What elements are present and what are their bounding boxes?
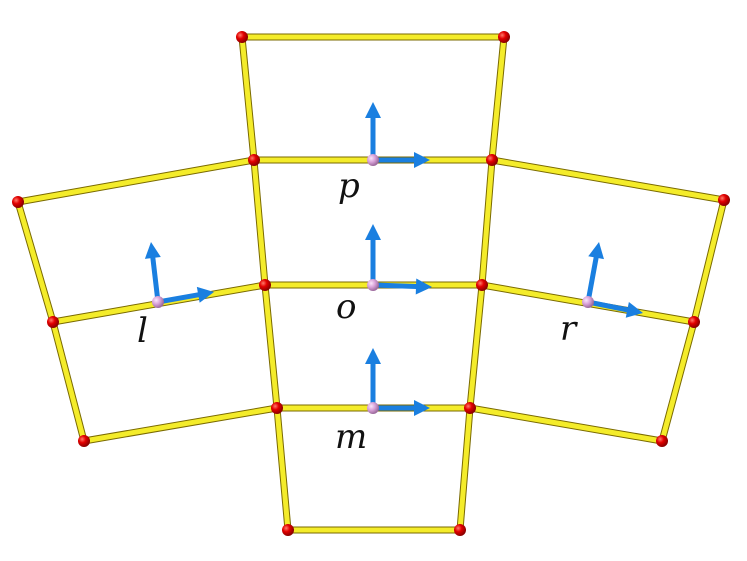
mesh-edge [467, 405, 665, 444]
label-l: l [137, 311, 148, 351]
face-center-l [152, 296, 164, 308]
face-center-p [367, 154, 379, 166]
mesh-edge [489, 34, 507, 163]
frame-arrowhead-p [414, 152, 430, 168]
mesh-edge [691, 197, 727, 325]
mesh-edge [15, 199, 56, 325]
mesh-edge [251, 157, 268, 288]
frame-arrow-l [150, 255, 161, 305]
mesh-vertex [259, 279, 271, 291]
mesh-vertex [236, 31, 248, 43]
label-r: r [560, 309, 578, 349]
face-center-r [582, 296, 594, 308]
mesh-edge [467, 282, 485, 411]
frame-arrow-o [370, 282, 419, 289]
mesh-edge [457, 405, 473, 533]
frame-arrowhead-o [415, 278, 432, 295]
mesh-edge [262, 282, 280, 411]
frame-arrowhead-r [625, 302, 643, 318]
mesh-vertex [12, 196, 24, 208]
mesh-edge [50, 319, 87, 444]
mesh-edge [81, 405, 280, 444]
mesh-vertex [282, 524, 294, 536]
label-m: m [335, 417, 367, 457]
face-center-o [367, 279, 379, 291]
mesh-vertex [656, 435, 668, 447]
frame-arrowhead-m [365, 348, 381, 364]
mesh-edge [489, 157, 727, 203]
frame-arrowhead-p [365, 102, 381, 118]
mesh-vertex [464, 402, 476, 414]
frame-arrowhead-l [144, 242, 161, 259]
mesh-edge [239, 34, 257, 163]
frame-arrow-r [585, 255, 599, 305]
mesh-vertex [688, 316, 700, 328]
face-center-m [367, 402, 379, 414]
mesh-vertices [12, 31, 730, 536]
mesh-edge [15, 157, 257, 205]
mesh-vertex [271, 402, 283, 414]
mesh-vertex [47, 316, 59, 328]
frame-arrow-l [155, 292, 201, 305]
frame-arrowhead-m [414, 400, 430, 416]
label-p: p [338, 166, 360, 206]
mesh-vertex [718, 194, 730, 206]
mesh-edge [274, 405, 291, 533]
face-centers [152, 154, 594, 414]
mesh-vertex [498, 31, 510, 43]
frame-arrowhead-r [588, 242, 604, 260]
frame-arrowhead-l [196, 286, 214, 303]
mesh-edge [479, 157, 495, 288]
mesh-vertex [486, 154, 498, 166]
mesh-vertex [78, 435, 90, 447]
label-o: o [336, 287, 356, 327]
mesh-edge [659, 319, 697, 444]
mesh-vertex [476, 279, 488, 291]
frame-arrows [144, 102, 643, 416]
mesh-vertex [248, 154, 260, 166]
mesh-vertex [454, 524, 466, 536]
frame-arrow-r [585, 299, 630, 313]
frame-arrowhead-o [365, 224, 381, 240]
